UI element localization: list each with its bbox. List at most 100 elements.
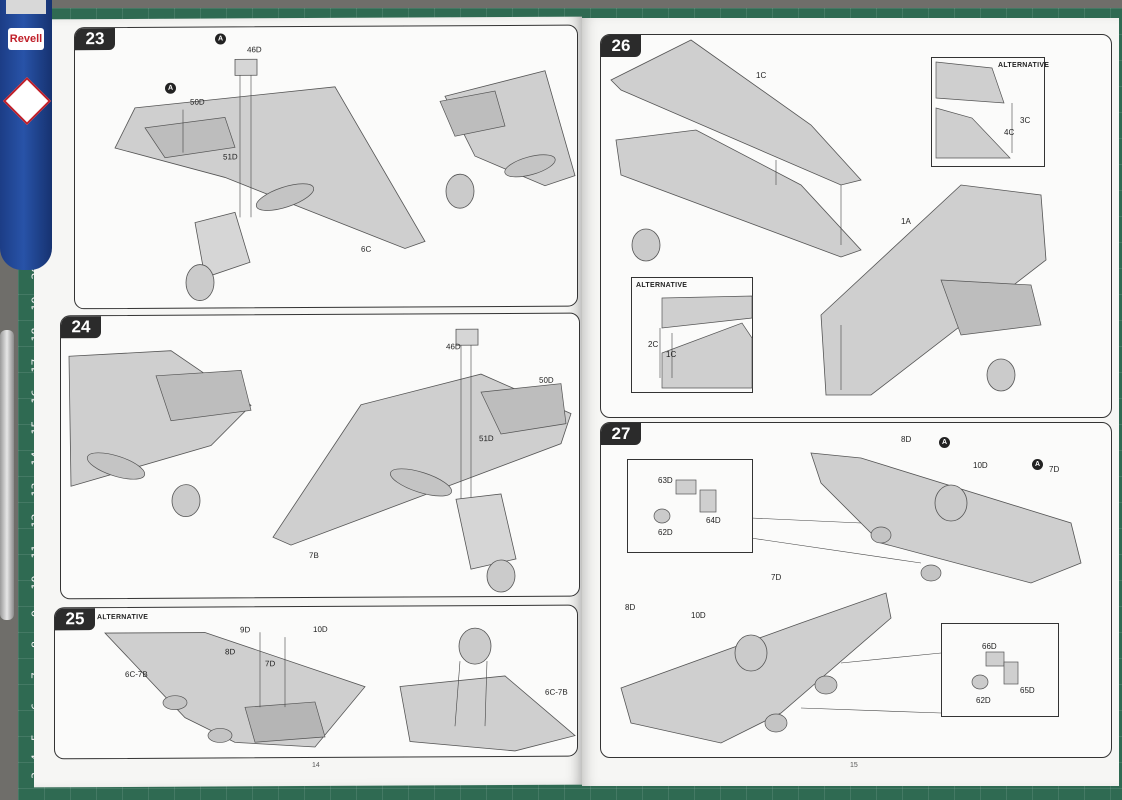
step-25-drawing: [104, 627, 576, 752]
step-25-panel: 25 Alternative 9D 8D 10D 7D 6C-7B 6C-7B: [54, 604, 578, 760]
part-label: 50D: [539, 375, 554, 385]
nacelle-part: [207, 728, 233, 743]
guide-line: [800, 707, 942, 714]
glue-tube-cap: [6, 0, 46, 14]
part-label: 10D: [691, 611, 706, 620]
step-27-drawing: [620, 452, 1082, 744]
wheel-well-part: [244, 701, 326, 743]
part-label: 63D: [658, 476, 673, 485]
engine-detail-box: 66D 65D 62D: [941, 623, 1059, 717]
step-number: 27: [601, 423, 641, 445]
engine-detail-box: 63D 64D 62D: [627, 459, 753, 553]
marker-a: A: [165, 82, 176, 94]
step-number: 26: [601, 35, 641, 57]
part-label: 8D: [225, 647, 236, 657]
part-label: 51D: [223, 152, 238, 162]
marker-a: A: [1032, 459, 1043, 470]
wheel-part: [445, 173, 475, 209]
guide-line: [484, 661, 488, 727]
wheel-part: [631, 228, 661, 262]
wing-part: [610, 39, 862, 186]
step-27-panel: 27 8D 10D A 7D A 7D: [600, 422, 1112, 758]
landing-gear-strut: [194, 211, 251, 279]
part-label: 6C-7B: [545, 687, 568, 697]
part-label: 64D: [706, 516, 721, 525]
part-label: 6C: [361, 244, 372, 254]
marker-a: A: [215, 33, 226, 45]
part-label: 65D: [1020, 686, 1035, 695]
nacelle-part: [480, 383, 567, 435]
part-label: 1C: [756, 71, 767, 80]
engine-nacelle-part: [870, 526, 892, 544]
alternative-drawing: [659, 295, 753, 389]
page-number: 15: [850, 762, 858, 769]
wheel-part: [185, 264, 215, 301]
metal-tool-handle: [0, 330, 14, 620]
part-label: 46D: [247, 45, 262, 55]
bracket-part: [455, 328, 479, 346]
engine-nacelle-part: [814, 675, 838, 695]
guide-line: [454, 661, 461, 727]
fairing-part: [86, 452, 146, 480]
alternative-label: Alternative: [998, 62, 1050, 69]
part-label: 10D: [313, 624, 328, 634]
step-26-drawing: [610, 39, 1047, 396]
bracket-part: [234, 58, 258, 76]
part-label: 8D: [625, 603, 636, 612]
part-label: 62D: [976, 696, 991, 705]
nacelle-part: [155, 369, 252, 422]
part-label: 7D: [265, 659, 276, 669]
fairing-part: [255, 183, 315, 211]
engine-detail-drawing: [971, 651, 1019, 690]
wing-part: [820, 184, 1047, 396]
wing-part: [114, 86, 426, 249]
wheel-part: [171, 484, 201, 518]
part-label: 8D: [901, 435, 912, 444]
engine-nacelle-part: [920, 564, 942, 582]
wing-part: [399, 675, 576, 752]
guide-line: [750, 517, 862, 524]
alternative-detail-box: Alternative 3C 4C: [931, 57, 1049, 167]
step-24-drawing: [68, 328, 572, 593]
wheel-part: [934, 484, 968, 522]
part-label: 50D: [190, 97, 205, 107]
part-label: 7D: [771, 573, 782, 582]
part-label: 3C: [1020, 116, 1031, 125]
part-label: 2C: [648, 340, 659, 349]
part-label: 6C-7B: [125, 669, 148, 679]
part-label: 66D: [982, 642, 997, 651]
alternative-drawing: [935, 61, 1013, 159]
part-label: 46D: [446, 342, 461, 352]
wing-part: [615, 129, 862, 258]
nacelle-part: [162, 695, 188, 711]
step-23-panel: 23 A 46D A: [74, 24, 578, 310]
nacelle-part: [940, 279, 1042, 336]
wheel-part: [458, 627, 492, 665]
hazard-icon: [2, 76, 52, 126]
fairing-part: [504, 154, 556, 178]
fairing-part: [390, 468, 452, 497]
nacelle-part: [439, 90, 506, 137]
alternative-label: Alternative: [636, 282, 688, 289]
part-label: 62D: [658, 528, 673, 537]
step-23-drawing: [114, 58, 576, 301]
wheel-part: [986, 358, 1016, 392]
wheel-part: [734, 634, 768, 672]
glue-tube-brand: Revell: [8, 28, 44, 50]
part-label: 4C: [1004, 128, 1015, 137]
page-number: 14: [312, 761, 320, 769]
engine-nacelle-part: [764, 713, 788, 733]
landing-gear-strut: [455, 493, 517, 570]
part-label: 10D: [973, 461, 988, 470]
right-page: 26 1C 1A Alternative: [582, 18, 1119, 786]
part-label: 1A: [901, 217, 911, 226]
glue-tube: Revell: [0, 0, 52, 270]
step-26-panel: 26 1C 1A Alternative: [600, 34, 1112, 418]
part-label: 9D: [240, 625, 251, 635]
marker-a: A: [939, 437, 950, 448]
step-24-panel: 24 46D 50D 51D 7B: [60, 312, 580, 600]
alternative-detail-box: Alternative 2C 1C: [631, 277, 753, 393]
part-label: 51D: [479, 434, 494, 444]
left-page: 23 A 46D A: [34, 16, 582, 788]
guide-line: [750, 537, 922, 564]
